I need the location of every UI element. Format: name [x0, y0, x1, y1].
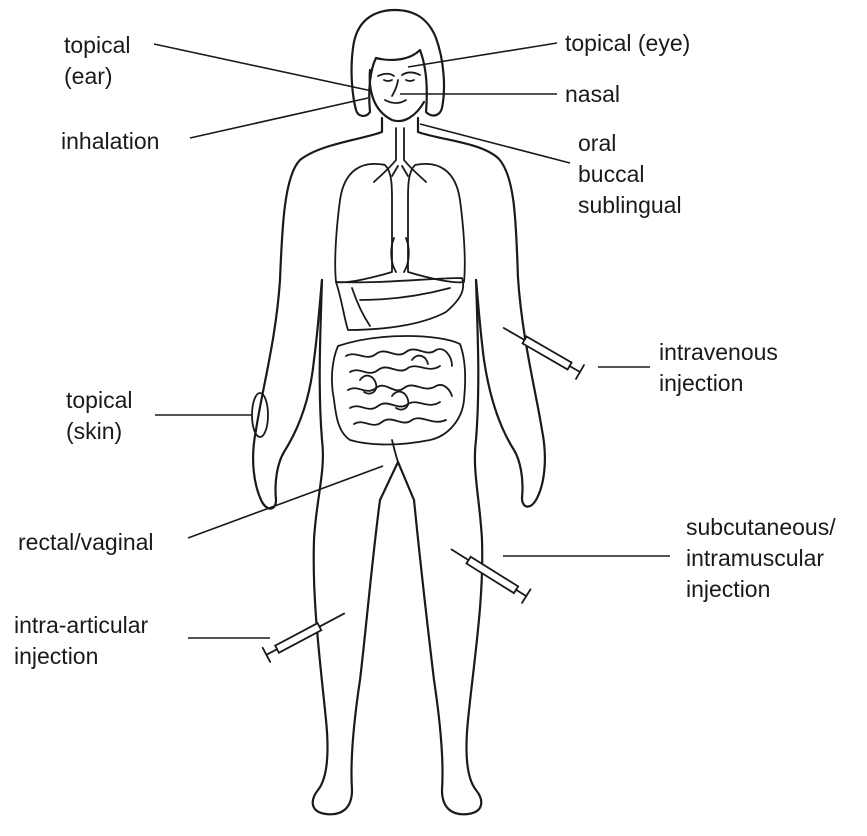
label-inhalation: inhalation: [61, 126, 159, 157]
head: [352, 10, 444, 121]
label-topical-ear: topical (ear): [64, 30, 130, 92]
label-intravenous-injection: intravenous injection: [659, 337, 778, 399]
syringe-subcutaneous-icon: [447, 543, 530, 603]
label-topical-skin: topical (skin): [66, 385, 132, 447]
label-nasal: nasal: [565, 79, 620, 110]
label-oral-buccal-sublingual: oral buccal sublingual: [578, 128, 682, 221]
label-rectal-vaginal: rectal/vaginal: [18, 527, 154, 558]
label-topical-eye: topical (eye): [565, 28, 690, 59]
lungs: [335, 128, 465, 282]
skin-patch: [252, 393, 268, 437]
syringe-intra-articular-icon: [263, 606, 348, 661]
liver-stomach: [336, 278, 463, 330]
body-outline: [253, 118, 545, 814]
syringe-intravenous-icon: [500, 321, 584, 379]
label-intra-articular-injection: intra-articular injection: [14, 610, 148, 672]
label-subcutaneous-intramuscular-injection: subcutaneous/ intramuscular injection: [686, 512, 836, 605]
intestines: [332, 336, 465, 462]
